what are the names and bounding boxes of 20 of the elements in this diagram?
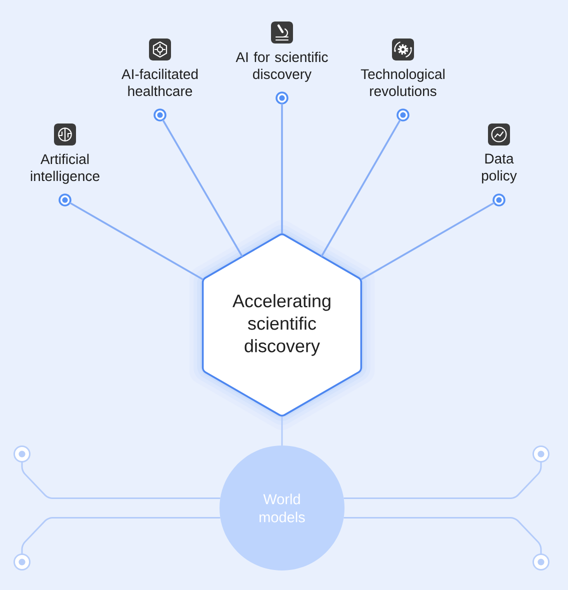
- hexagon-node: Accelerating scientific discovery: [202, 234, 362, 416]
- connector-dot: [532, 554, 550, 570]
- topic-label: AI for scientific discovery: [236, 52, 328, 82]
- circle-node: World models: [220, 446, 344, 570]
- connector-line: [21, 517, 220, 554]
- topic-label: Artificial intelligence: [30, 154, 100, 184]
- connector-line: [21, 462, 220, 499]
- topic-label: AI-facilitated healthcare: [122, 68, 198, 96]
- connector-line: [344, 462, 542, 499]
- connector-line: [69, 202, 204, 280]
- connector-dot: [14, 554, 30, 570]
- topic-label: Technological revolutions: [360, 68, 444, 96]
- connector-line: [162, 119, 243, 257]
- connector-line: [344, 517, 542, 554]
- connector-line: [360, 202, 495, 280]
- topic-label: Data policy: [482, 154, 517, 184]
- connector-line: [281, 104, 283, 234]
- connector-line: [320, 119, 402, 257]
- connector-line: [281, 416, 283, 446]
- connector-dot: [532, 446, 550, 462]
